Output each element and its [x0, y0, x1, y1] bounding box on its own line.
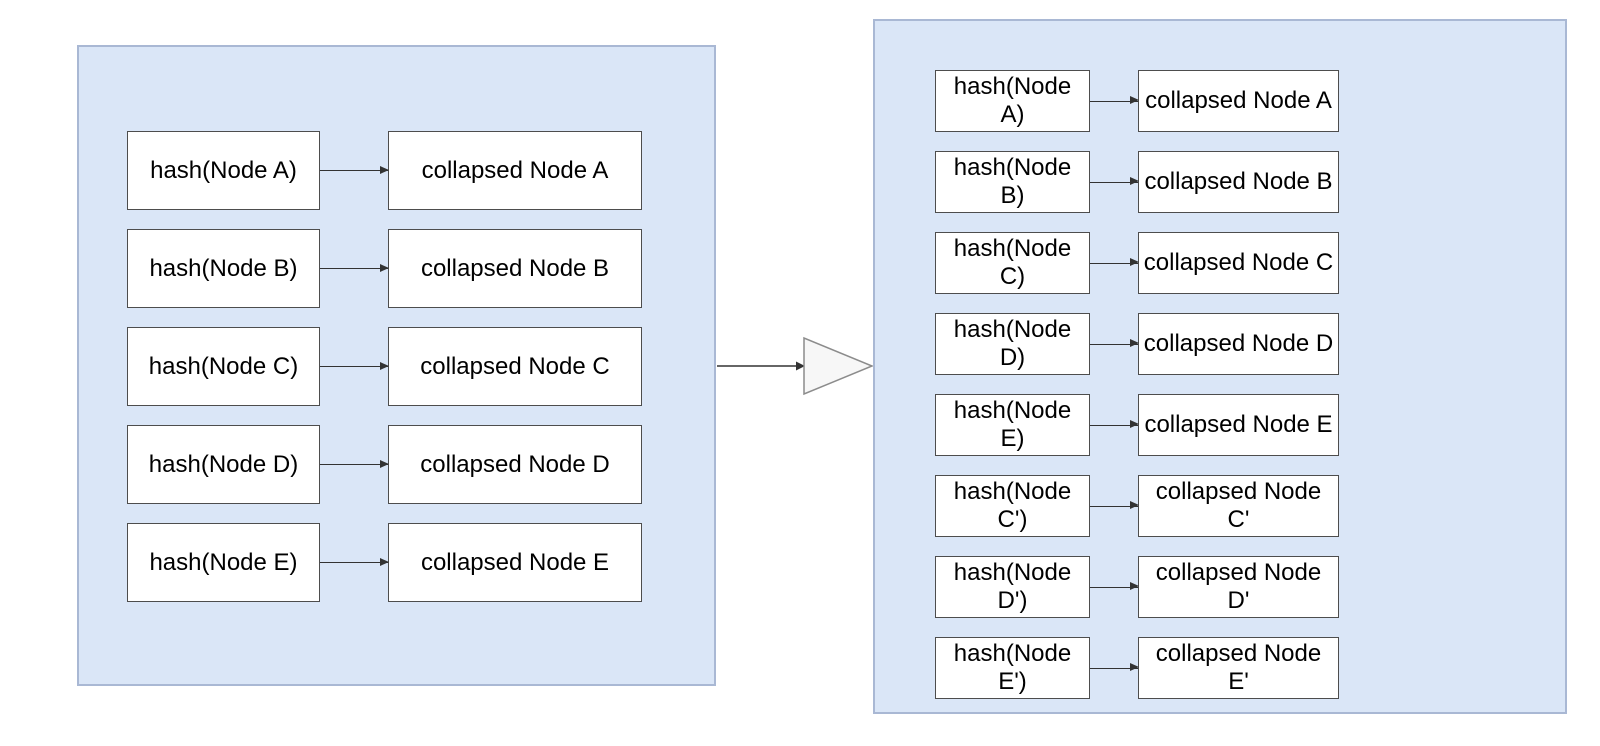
hash-node-box: hash(Node C) — [935, 232, 1090, 294]
node-mapping-row: hash(Node A) collapsed Node A — [127, 131, 642, 210]
hash-node-box: hash(Node D') — [935, 556, 1090, 618]
collapsed-node-label: collapsed Node D — [420, 450, 610, 478]
node-mapping-row: hash(Node D) collapsed Node D — [127, 425, 642, 504]
hash-node-box: hash(Node A) — [127, 131, 320, 210]
left-panel: hash(Node A) collapsed Node A hash(Node … — [77, 45, 716, 686]
arrow-right-icon — [320, 557, 389, 566]
collapsed-node-label: collapsed Node A — [1145, 87, 1332, 115]
node-mapping-row: hash(Node E) collapsed Node E — [935, 394, 1339, 456]
arrow-right-icon — [1090, 501, 1139, 510]
arrow-right-icon — [1090, 96, 1139, 105]
hash-node-label: hash(Node C) — [953, 235, 1072, 290]
node-mapping-row: hash(Node B) collapsed Node B — [935, 151, 1339, 213]
hash-node-box: hash(Node E) — [127, 523, 320, 602]
arrow-right-icon — [1090, 420, 1139, 429]
collapsed-node-label: collapsed Node E' — [1155, 640, 1322, 695]
hash-node-label: hash(Node B) — [953, 154, 1072, 209]
collapsed-node-box: collapsed Node C — [1138, 232, 1339, 294]
hash-node-box: hash(Node C) — [127, 327, 320, 406]
right-panel: hash(Node A) collapsed Node A hash(Node … — [873, 19, 1567, 714]
collapsed-node-box: collapsed Node C — [388, 327, 642, 406]
hash-node-box: hash(Node C') — [935, 475, 1090, 537]
collapsed-node-label: collapsed Node C' — [1155, 478, 1322, 533]
collapsed-node-label: collapsed Node C — [420, 352, 610, 380]
hash-node-label: hash(Node D) — [953, 316, 1072, 371]
node-mapping-row: hash(Node E') collapsed Node E' — [935, 637, 1339, 699]
collapsed-node-label: collapsed Node C — [1143, 249, 1334, 277]
node-mapping-row: hash(Node C) collapsed Node C — [935, 232, 1339, 294]
hash-node-label: hash(Node A) — [953, 73, 1072, 128]
hash-node-label: hash(Node E) — [953, 397, 1072, 452]
hash-node-box: hash(Node B) — [935, 151, 1090, 213]
collapsed-node-label: collapsed Node B — [1144, 168, 1333, 196]
hash-node-label: hash(Node E') — [953, 640, 1072, 695]
hash-node-label: hash(Node C) — [148, 352, 299, 380]
collapsed-node-label: collapsed Node A — [421, 156, 609, 184]
collapsed-node-box: collapsed Node D — [388, 425, 642, 504]
collapsed-node-box: collapsed Node A — [388, 131, 642, 210]
arrow-right-icon — [1090, 663, 1139, 672]
collapsed-node-box: collapsed Node C' — [1138, 475, 1339, 537]
collapsed-node-label: collapsed Node D — [1143, 330, 1334, 358]
transform-arrowhead — [796, 361, 805, 371]
arrow-right-icon — [1090, 339, 1139, 348]
arrow-right-icon — [320, 361, 389, 370]
node-mapping-row: hash(Node A) collapsed Node A — [935, 70, 1339, 132]
collapsed-node-label: collapsed Node E — [420, 548, 610, 576]
hash-node-box: hash(Node D) — [935, 313, 1090, 375]
collapsed-node-label: collapsed Node E — [1144, 411, 1333, 439]
hash-node-label: hash(Node C') — [953, 478, 1072, 533]
hash-node-box: hash(Node E) — [935, 394, 1090, 456]
transform-triangle — [803, 336, 874, 396]
hash-node-label: hash(Node D') — [953, 559, 1072, 614]
collapsed-node-label: collapsed Node D' — [1155, 559, 1322, 614]
node-mapping-row: hash(Node E) collapsed Node E — [127, 523, 642, 602]
collapsed-node-box: collapsed Node D' — [1138, 556, 1339, 618]
arrow-right-icon — [1090, 258, 1139, 267]
collapsed-node-box: collapsed Node A — [1138, 70, 1339, 132]
hash-node-label: hash(Node A) — [150, 156, 297, 184]
hash-node-label: hash(Node E) — [149, 548, 298, 576]
collapsed-node-box: collapsed Node B — [1138, 151, 1339, 213]
node-mapping-row: hash(Node B) collapsed Node B — [127, 229, 642, 308]
arrow-right-icon — [320, 459, 389, 468]
hash-node-label: hash(Node D) — [148, 450, 299, 478]
collapsed-node-box: collapsed Node E — [388, 523, 642, 602]
hash-node-box: hash(Node D) — [127, 425, 320, 504]
collapsed-node-box: collapsed Node B — [388, 229, 642, 308]
hash-node-box: hash(Node A) — [935, 70, 1090, 132]
arrow-right-icon — [1090, 582, 1139, 591]
arrow-right-icon — [320, 165, 389, 174]
node-mapping-row: hash(Node C') collapsed Node C' — [935, 475, 1339, 537]
arrow-right-icon — [1090, 177, 1139, 186]
node-mapping-row: hash(Node C) collapsed Node C — [127, 327, 642, 406]
hash-node-box: hash(Node B) — [127, 229, 320, 308]
collapsed-node-box: collapsed Node E' — [1138, 637, 1339, 699]
collapsed-node-box: collapsed Node E — [1138, 394, 1339, 456]
collapsed-node-box: collapsed Node D — [1138, 313, 1339, 375]
collapsed-node-label: collapsed Node B — [420, 254, 610, 282]
transform-arrow-icon — [717, 336, 874, 396]
node-mapping-row: hash(Node D') collapsed Node D' — [935, 556, 1339, 618]
node-mapping-row: hash(Node D) collapsed Node D — [935, 313, 1339, 375]
hash-node-label: hash(Node B) — [149, 254, 298, 282]
arrow-right-icon — [320, 263, 389, 272]
hash-node-box: hash(Node E') — [935, 637, 1090, 699]
